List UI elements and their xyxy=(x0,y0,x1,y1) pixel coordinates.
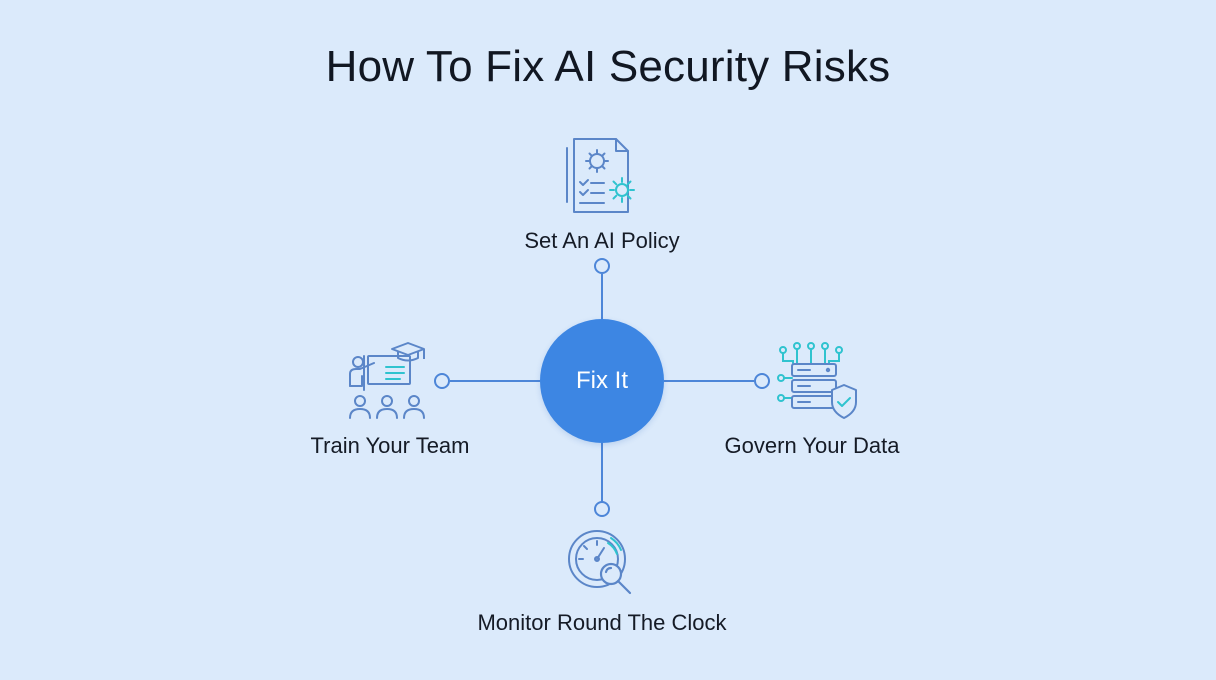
policy-document-gear-icon xyxy=(566,138,635,213)
page-title: How To Fix AI Security Risks xyxy=(325,42,891,91)
node-label-bottom: Monitor Round The Clock xyxy=(477,610,727,635)
hub-label: Fix It xyxy=(576,367,628,394)
node-label-left: Train Your Team xyxy=(310,433,470,458)
training-teacher-students-icon xyxy=(349,342,425,419)
connector-dot-bottom xyxy=(594,501,610,517)
node-label-right: Govern Your Data xyxy=(724,433,900,458)
connector-dot-left xyxy=(434,373,450,389)
hub-circle: Fix It xyxy=(540,319,664,443)
data-server-shield-icon xyxy=(777,342,857,419)
gauge-magnifier-icon xyxy=(568,530,632,595)
connector-dot-right xyxy=(754,373,770,389)
connector-dot-top xyxy=(594,258,610,274)
node-label-top: Set An AI Policy xyxy=(524,228,680,253)
